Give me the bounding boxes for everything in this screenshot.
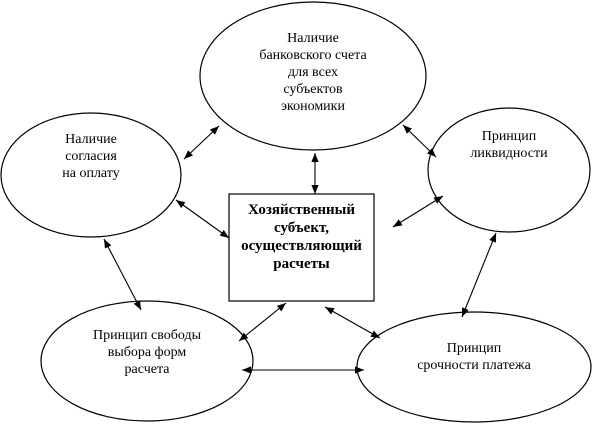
node-center-label: Хозяйственный субъект, осуществляющий ра…: [241, 202, 362, 272]
arrow-bank-liquidity: [402, 124, 437, 158]
arrow-consent-center: [175, 199, 230, 239]
node-freedom-ellipse: [40, 300, 254, 422]
arrow-center-freedom: [238, 302, 287, 342]
node-consent-label: Наличие согласия на оплату: [62, 131, 120, 181]
node-bank-ellipse: [199, 1, 427, 151]
node-consent-ellipse: [0, 112, 182, 238]
node-urgency-label: Принцип срочности платежа: [417, 341, 531, 373]
arrow-liquidity-urgency: [461, 232, 497, 318]
node-center-box: [228, 193, 375, 302]
arrow-center-urgency: [324, 306, 381, 339]
arrow-bank-consent: [183, 125, 220, 160]
node-bank-label: Наличие банковского счета для всех субъе…: [259, 30, 367, 114]
arrow-liquidity-center: [392, 195, 444, 228]
node-freedom-label: Принцип свободы выбора форм расчета: [92, 327, 202, 377]
arrow-consent-freedom: [103, 238, 142, 311]
node-liquidity-ellipse: [427, 107, 591, 233]
node-liquidity-label: Принцип ликвидности: [470, 129, 548, 161]
